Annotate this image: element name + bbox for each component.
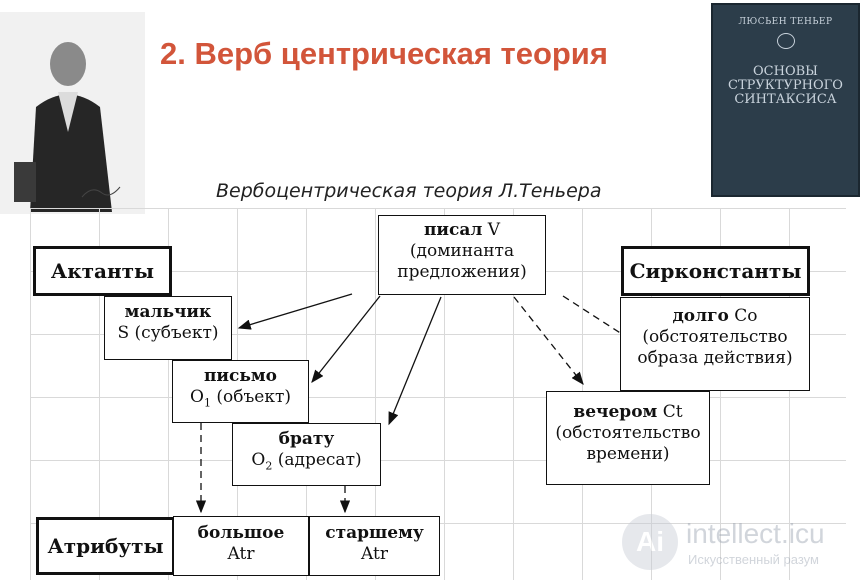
portrait-image [0, 12, 145, 214]
label-circumstants: Сирконстанты [621, 246, 810, 296]
slide-title: 2. Верб центрическая теория [160, 36, 608, 71]
label-actants: Актанты [33, 246, 172, 296]
watermark-logo-icon: Ai [622, 514, 678, 570]
book-title: ОСНОВЫ СТРУКТУРНОГО СИНТАКСИСА [728, 64, 843, 107]
node-addressee: брату O2 (адресат) [232, 423, 381, 486]
watermark: Ai intellect.icu Искусственный разум [622, 512, 854, 574]
watermark-site: intellect.icu [686, 518, 825, 549]
node-subject: мальчик S (субъект) [104, 296, 232, 360]
arrow-to-subject [237, 293, 353, 330]
node-time: вечером Ct (обстоятельство времени) [546, 391, 710, 485]
node-manner: долго Co (обстоятельство образа действия… [620, 297, 810, 391]
arrow-to-object [311, 295, 381, 384]
watermark-tagline: Искусственный разум [688, 552, 819, 567]
node-attr-elder: старшему Atr [309, 516, 440, 576]
node-attr-big: большое Atr [173, 516, 309, 576]
node-object: письмо O1 (объект) [172, 360, 309, 423]
node-root-verb: писал V (доминанта предложения) [378, 215, 546, 295]
diagram-subtitle: Вербоцентрическая теория Л.Теньера [216, 180, 602, 202]
label-attributes: Атрибуты [36, 517, 175, 575]
book-author: ЛЮСЬЕН ТЕНЬЕР [738, 17, 833, 27]
book-cover-image: ЛЮСЬЕН ТЕНЬЕР ОСНОВЫ СТРУКТУРНОГО СИНТАК… [711, 3, 860, 197]
arrow-to-addressee [388, 296, 442, 426]
arrow-to-time [513, 296, 584, 386]
book-logo-icon [777, 33, 795, 49]
